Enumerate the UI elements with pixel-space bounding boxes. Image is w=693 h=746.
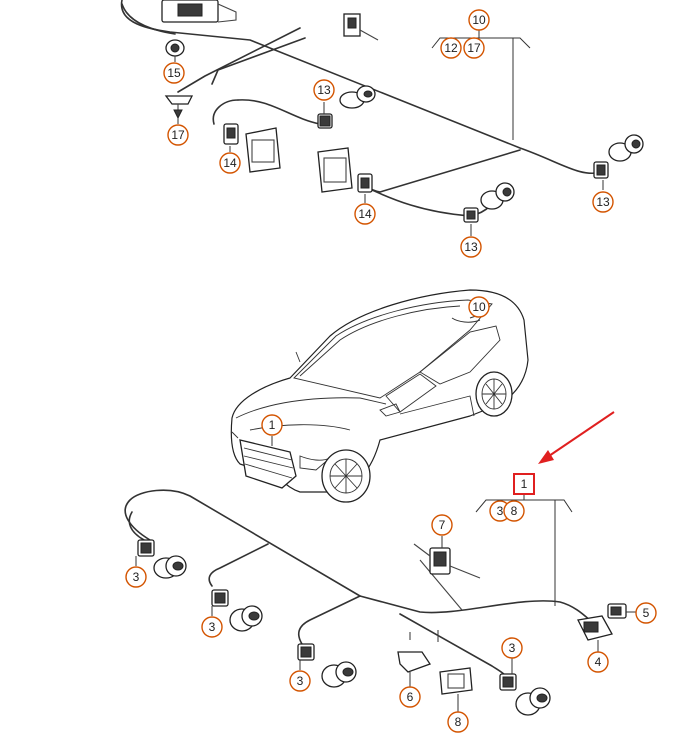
- parking-sensor-13-right: [593, 134, 644, 179]
- svg-text:13: 13: [464, 240, 478, 254]
- svg-text:5: 5: [643, 606, 650, 620]
- svg-text:12: 12: [444, 41, 458, 55]
- car-illustration: [230, 289, 529, 503]
- cable-clip-part: [164, 95, 194, 120]
- parking-sensor-3-d: [499, 673, 551, 716]
- grommet-part: [165, 39, 185, 62]
- callout-car-1: 1: [261, 414, 283, 436]
- callout-3-b: 3: [201, 616, 223, 638]
- harness-clip-7: [413, 543, 481, 579]
- svg-text:8: 8: [455, 715, 462, 729]
- svg-text:13: 13: [317, 83, 331, 97]
- svg-text:3: 3: [133, 570, 140, 584]
- main-connector-4: [577, 615, 613, 641]
- callout-car-10: 10: [468, 296, 490, 318]
- callouts: 10 12 17 15 17 14 14 13 13 13 10 1 1 3 8…: [125, 9, 657, 733]
- highlight-arrow: [538, 411, 615, 464]
- callout-8: 8: [447, 711, 469, 733]
- svg-text:14: 14: [223, 156, 237, 170]
- bottom-wiring-harness: [124, 489, 636, 716]
- callout-13-right: 13: [592, 191, 614, 213]
- callout-5: 5: [635, 602, 657, 624]
- callout-4: 4: [587, 651, 609, 673]
- callout-top-group-10: 10: [468, 9, 490, 31]
- svg-text:14: 14: [358, 207, 372, 221]
- svg-text:3: 3: [497, 504, 504, 518]
- parking-sensor-13-lower: [463, 182, 515, 223]
- connector-cap-5: [607, 603, 627, 619]
- svg-text:3: 3: [509, 641, 516, 655]
- callout-3-d: 3: [501, 637, 523, 659]
- callout-13-upper: 13: [313, 79, 335, 101]
- callout-3-a: 3: [125, 566, 147, 588]
- svg-text:3: 3: [297, 674, 304, 688]
- callout-15: 15: [163, 62, 185, 84]
- parking-sensor-13-upper: [317, 85, 376, 129]
- callout-top-member-17: 17: [463, 37, 485, 59]
- svg-text:17: 17: [171, 128, 185, 142]
- callout-top-member-12: 12: [440, 37, 462, 59]
- svg-text:3: 3: [209, 620, 216, 634]
- svg-text:1: 1: [521, 477, 528, 491]
- parking-sensor-3-c: [297, 643, 357, 688]
- holder-8: [439, 667, 473, 706]
- callout-14-left: 14: [219, 152, 241, 174]
- callout-14-right: 14: [354, 203, 376, 225]
- parking-sensor-3-a: [137, 539, 187, 579]
- sensor-bracket-left: [223, 123, 281, 173]
- callout-bottom-group-1: 1: [513, 473, 535, 495]
- svg-text:15: 15: [167, 66, 181, 80]
- svg-text:1: 1: [269, 418, 276, 432]
- callout-3-c: 3: [289, 670, 311, 692]
- control-module-connector: [161, 0, 237, 23]
- svg-text:10: 10: [472, 13, 486, 27]
- parking-sensor-3-b: [211, 589, 263, 632]
- bracket-6: [397, 651, 431, 684]
- svg-text:8: 8: [511, 504, 518, 518]
- svg-text:10: 10: [472, 300, 486, 314]
- top-wiring-harness: [120, 0, 644, 236]
- svg-text:13: 13: [596, 195, 610, 209]
- callout-7: 7: [431, 514, 453, 536]
- group-bracket-10: [431, 30, 531, 140]
- callout-13-lower: 13: [460, 236, 482, 258]
- svg-text:6: 6: [407, 690, 414, 704]
- harness-clip-top: [343, 13, 379, 41]
- callout-6: 6: [399, 686, 421, 708]
- svg-text:4: 4: [595, 655, 602, 669]
- callout-17: 17: [167, 124, 189, 146]
- svg-text:7: 7: [439, 518, 446, 532]
- svg-text:17: 17: [467, 41, 481, 55]
- callout-bottom-member-8: 8: [503, 500, 525, 522]
- sensor-bracket-right: [317, 147, 373, 193]
